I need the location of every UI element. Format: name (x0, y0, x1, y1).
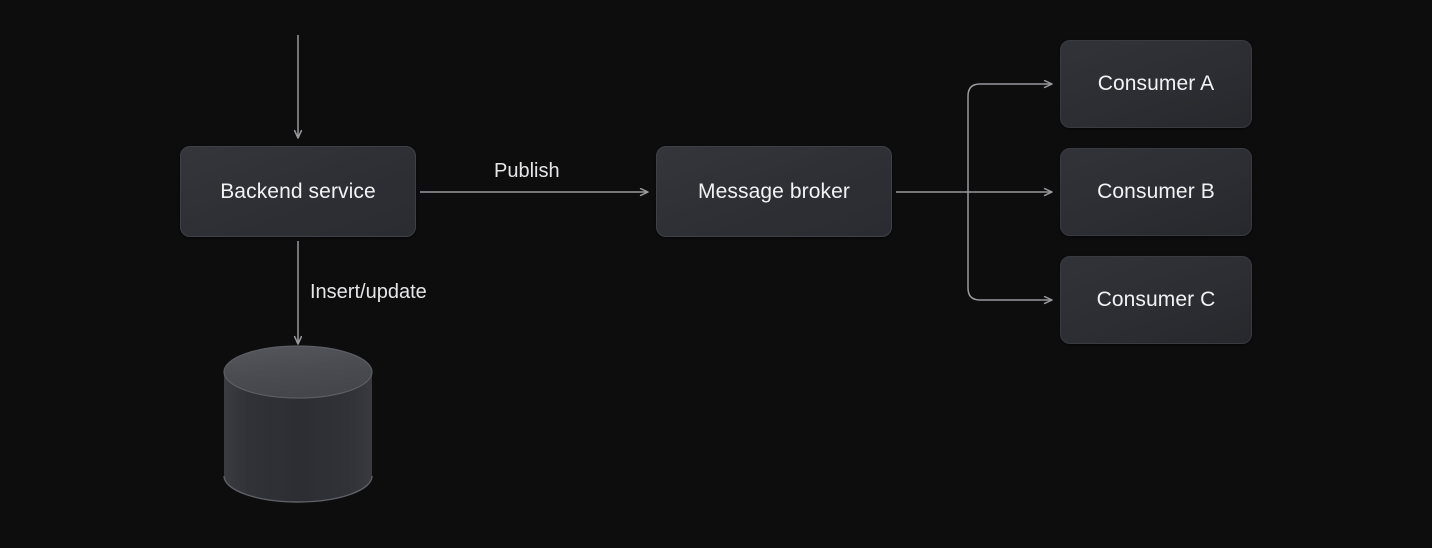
database-cylinder (223, 345, 373, 503)
edge-fanout-consumer-c (967, 192, 1052, 300)
node-consumer-b[interactable]: Consumer B (1060, 148, 1252, 236)
node-consumer-c[interactable]: Consumer C (1060, 256, 1252, 344)
edge-label-publish: Publish (494, 160, 560, 182)
edge-label-insert-update: Insert/update (310, 281, 427, 303)
node-backend-service-label: Backend service (220, 179, 376, 203)
node-consumer-a[interactable]: Consumer A (1060, 40, 1252, 128)
node-consumer-b-label: Consumer B (1097, 180, 1215, 203)
node-message-broker[interactable]: Message broker (656, 146, 892, 237)
node-backend-service[interactable]: Backend service (180, 146, 416, 237)
node-consumer-a-label: Consumer A (1097, 72, 1215, 95)
node-consumer-c-label: Consumer C (1096, 288, 1216, 311)
node-message-broker-label: Message broker (698, 179, 850, 203)
edge-fanout-consumer-a (967, 84, 1052, 192)
